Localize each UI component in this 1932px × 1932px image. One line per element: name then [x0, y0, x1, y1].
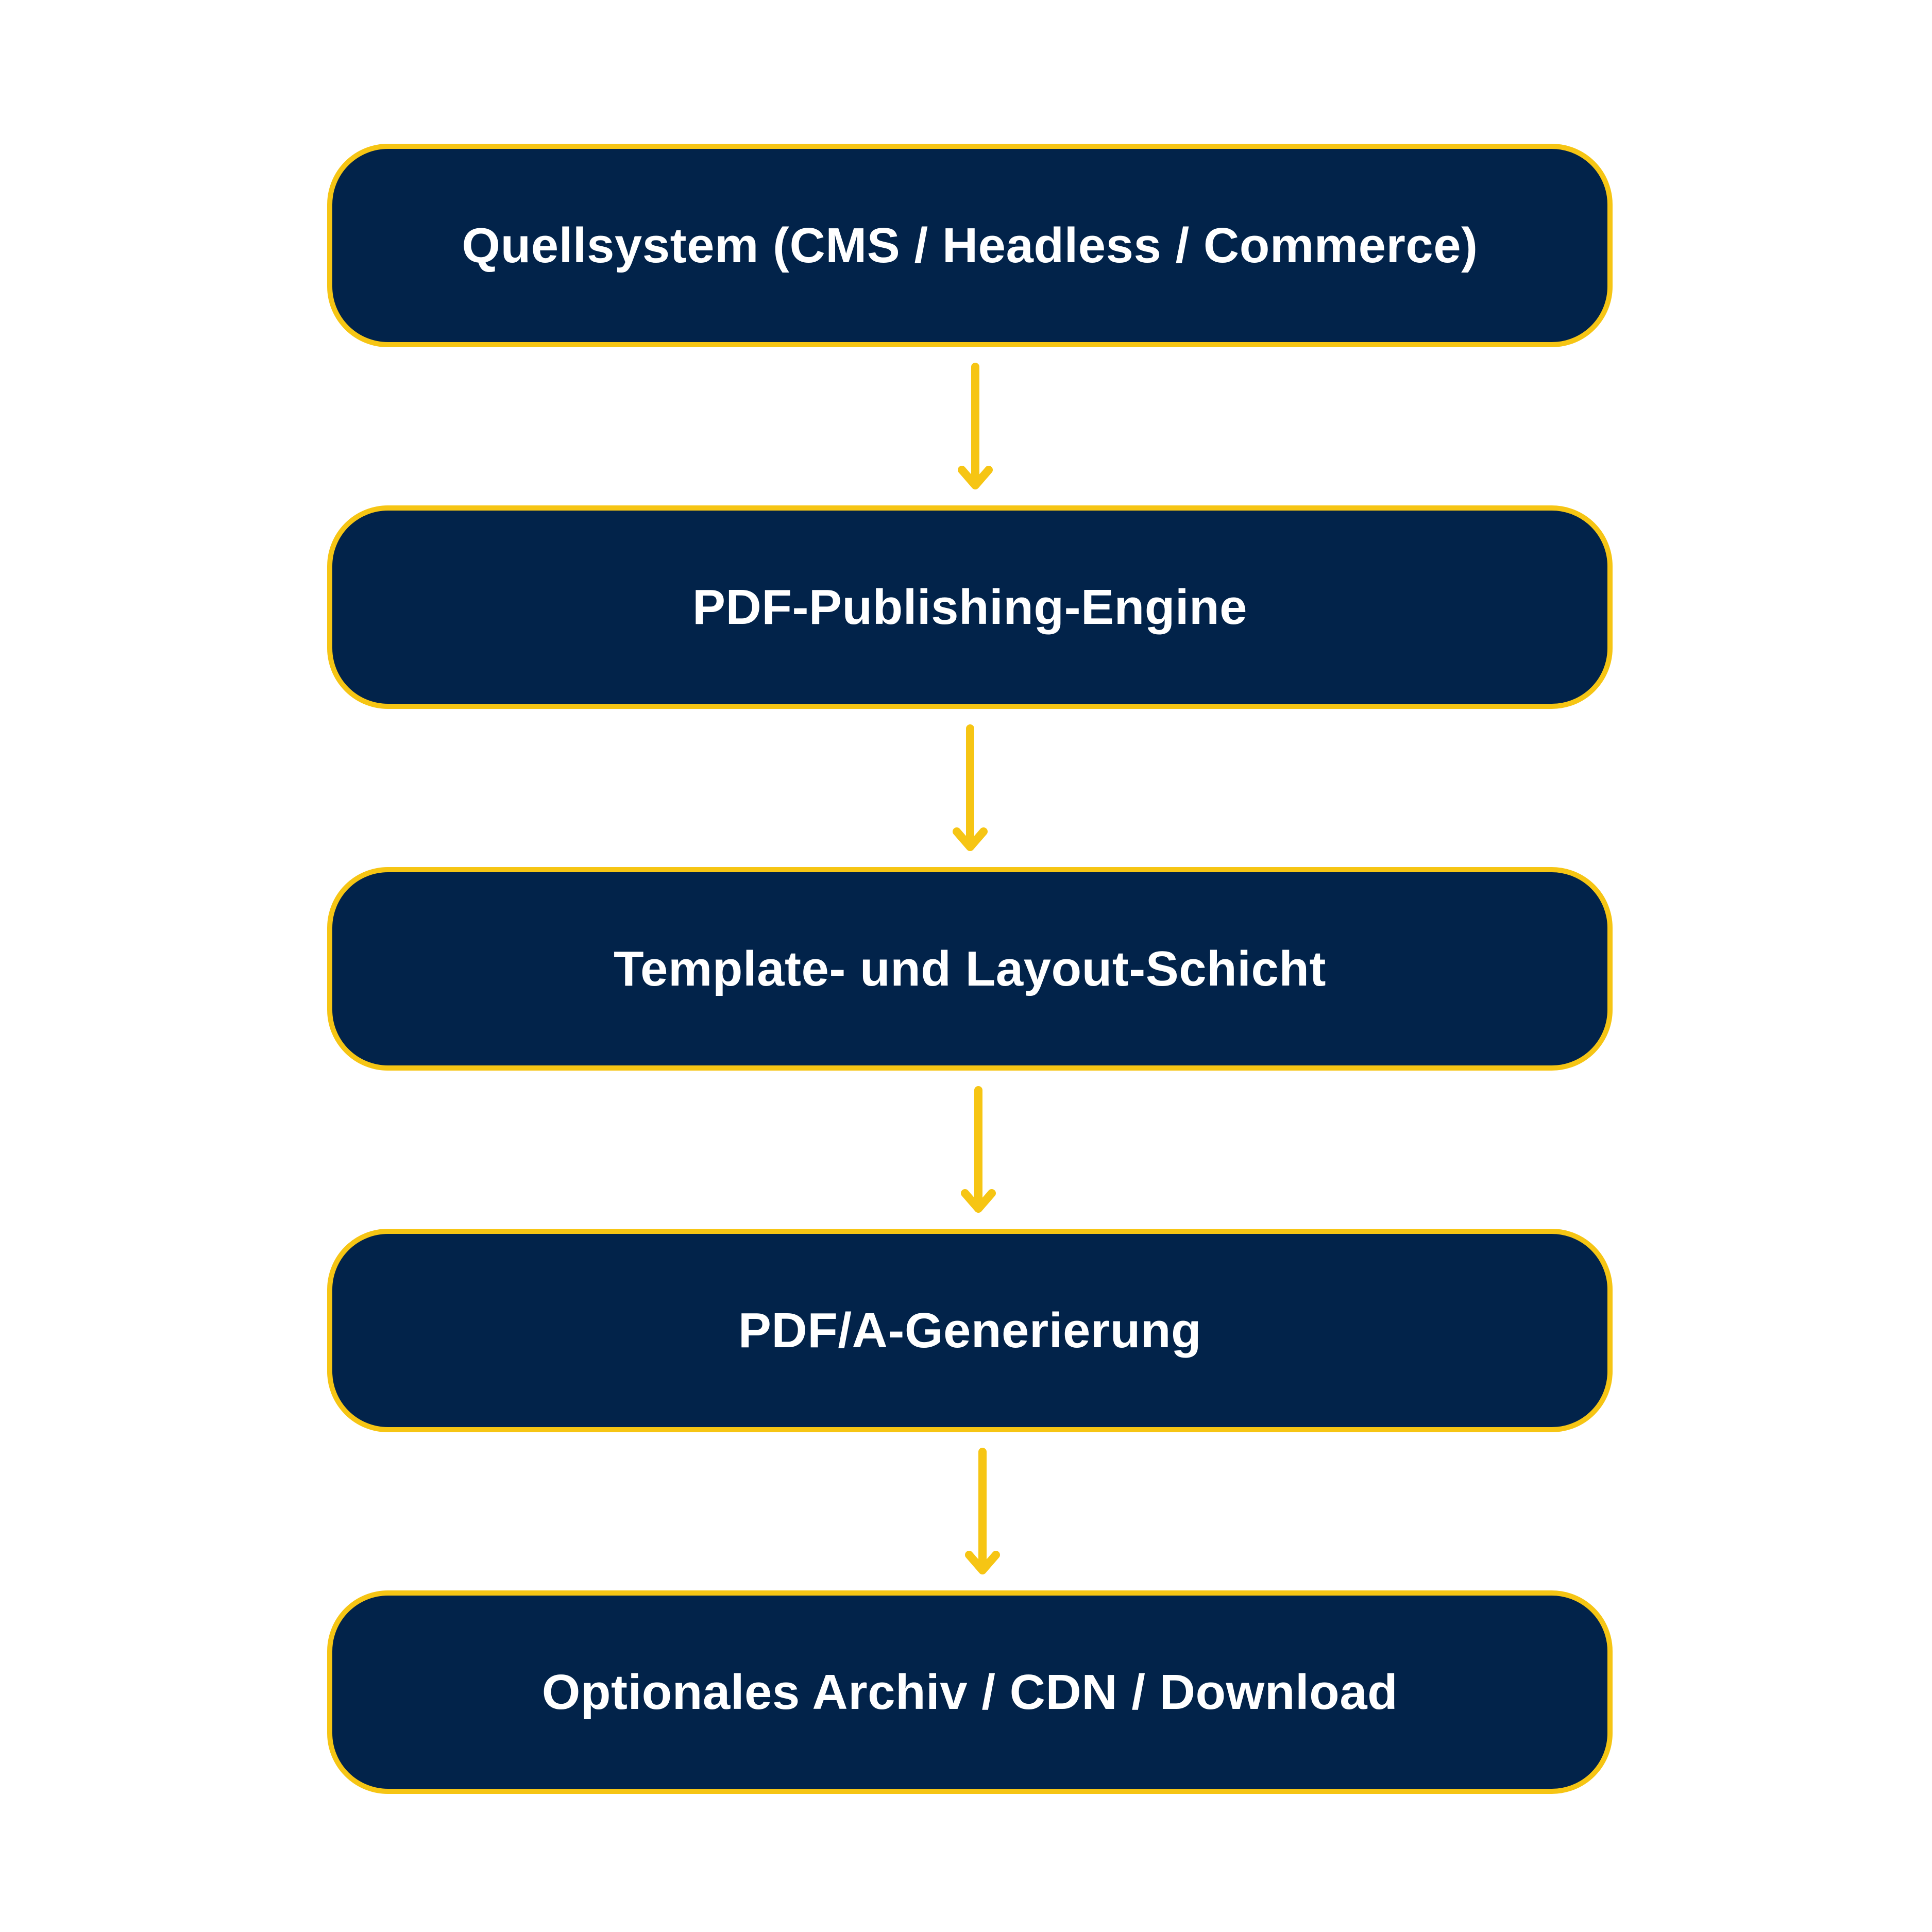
flow-node-pdfa-generierung: PDF/A-Generierung	[327, 1229, 1613, 1432]
flow-node-label: Quellsystem (CMS / Headless / Commerce)	[462, 217, 1478, 273]
arrow-2-to-3	[961, 1086, 996, 1213]
arrow-3-to-4	[965, 1448, 1000, 1574]
flow-node-quellsystem: Quellsystem (CMS / Headless / Commerce)	[327, 144, 1613, 347]
flow-node-label: PDF-Publishing-Engine	[692, 579, 1248, 635]
arrow-0-to-1	[958, 363, 993, 489]
flow-node-archiv-cdn-download: Optionales Archiv / CDN / Download	[327, 1590, 1613, 1794]
flow-node-label: PDF/A-Generierung	[738, 1302, 1202, 1358]
flow-node-label: Optionales Archiv / CDN / Download	[541, 1664, 1398, 1720]
flow-node-template-layout: Template- und Layout-Schicht	[327, 867, 1613, 1071]
flow-node-pdf-publishing-engine: PDF-Publishing-Engine	[327, 505, 1613, 709]
flow-node-label: Template- und Layout-Schicht	[614, 941, 1326, 996]
arrow-1-to-2	[953, 724, 988, 851]
